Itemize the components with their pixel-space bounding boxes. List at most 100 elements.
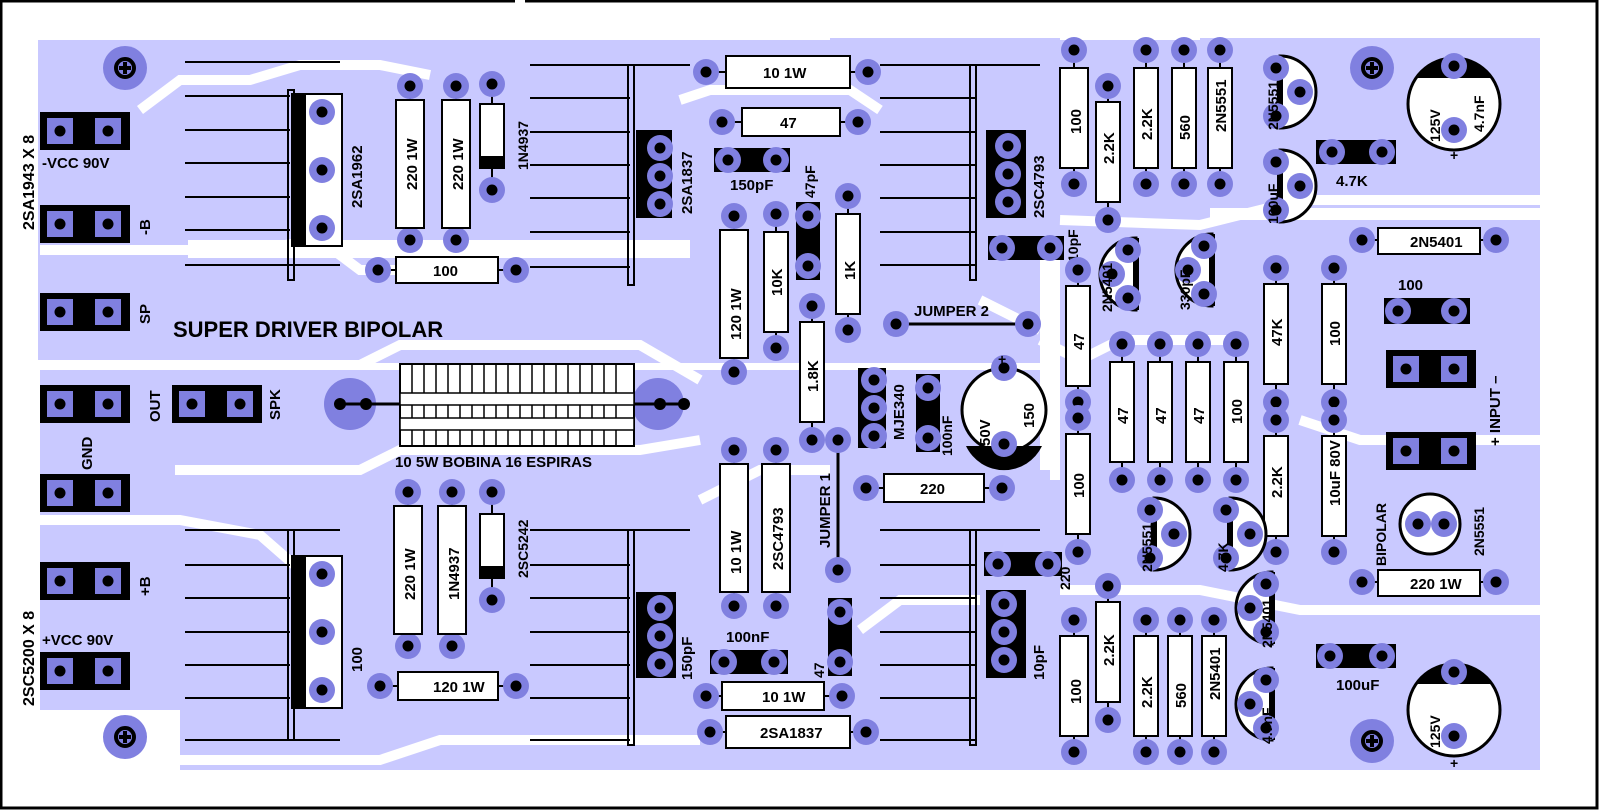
capacitor-10pf-top xyxy=(988,235,1064,261)
label-r-47-c: 47 xyxy=(1191,407,1208,424)
transistor-2sc4793-bot xyxy=(636,592,676,678)
label-2n5551-c: 2N5551 xyxy=(1139,523,1155,572)
label-jumper1: JUMPER 1 xyxy=(817,473,834,548)
resistor-220-1w-a xyxy=(395,73,425,253)
connector-sp xyxy=(40,293,130,331)
label-q-top: 2SA1943 X 8 xyxy=(21,135,38,230)
transistor-2sa1837-top xyxy=(636,130,673,218)
transistor-2sa1837-bot xyxy=(986,590,1026,678)
label-c-100uf-top-plus: + xyxy=(1450,147,1458,163)
resistor-47k xyxy=(1321,255,1347,415)
label-r-100-bot: 120 1W xyxy=(433,679,486,696)
label-c-47pf: 47pF xyxy=(802,165,818,198)
resistor-100-r2 xyxy=(1263,407,1289,565)
label-r-10-1w-bot: 2SA1837 xyxy=(760,725,823,742)
label-2n5401-b: 330pF xyxy=(1177,269,1193,310)
resistor-100-top xyxy=(365,256,529,284)
capacitor-100nf-mid xyxy=(915,374,941,452)
label-vcc-pos: +VCC 90V xyxy=(42,632,113,649)
resistor-560-bot xyxy=(1201,607,1227,765)
label-r-2-2k-c: 2.2K xyxy=(1139,676,1156,708)
label-r-1k: 1K xyxy=(842,261,859,280)
resistor-4-7k-top xyxy=(1349,227,1509,255)
resistor-100-l2 xyxy=(1065,405,1091,565)
label-r-100-l1: 47 xyxy=(1071,333,1088,350)
label-r-560-bot: 2N5401 xyxy=(1207,647,1224,700)
resistor-1-8k xyxy=(799,293,825,453)
transistor-2n5401-d xyxy=(1234,666,1279,742)
resistor-150 xyxy=(853,473,1015,503)
label-c-10pf-top: 10pF xyxy=(1065,229,1081,262)
connector-vcc-neg xyxy=(40,112,130,150)
diode-1n4937-bot xyxy=(479,479,505,613)
resistor-10k xyxy=(763,201,789,361)
label-2n5551-a: 2N5551 xyxy=(1265,81,1281,130)
label-spk: SPK xyxy=(267,389,284,420)
connector-b-neg xyxy=(40,205,130,243)
label-r-120-1w-bot: 10 1W xyxy=(728,530,745,574)
label-r-100-r1: 47K xyxy=(1269,318,1286,346)
label-2sc5242: 100 xyxy=(349,647,366,672)
resistor-220-1w-d xyxy=(437,479,467,659)
label-c-4-7nf-bot: 100uF xyxy=(1336,677,1379,694)
label-b-pos: +B xyxy=(137,576,154,596)
resistor-2-2k-a xyxy=(1133,37,1159,197)
resistor-47-b xyxy=(1147,331,1173,493)
label-r-2-2k-b: 560 xyxy=(1177,115,1194,140)
label-sp: SP xyxy=(137,304,154,324)
heatsink-fins-top-mid xyxy=(530,64,690,286)
label-c-330uf-v: 150 xyxy=(1021,403,1038,428)
resistor-220-1w-c xyxy=(393,479,423,659)
heatsink-fins-bottom-right xyxy=(880,529,1040,746)
label-r-1-8k: 1.8K xyxy=(805,360,822,392)
label-r-47-bot: 10 1W xyxy=(762,689,806,706)
label-r-100-l2: 100 xyxy=(1071,473,1088,498)
mounting-hole-bottom-right xyxy=(1348,717,1396,765)
label-c-150pf-bot: 100nF xyxy=(726,629,769,646)
label-out: OUT xyxy=(147,390,164,422)
resistor-100-vert-top xyxy=(1095,73,1121,233)
resistor-220-top-right xyxy=(1059,37,1089,197)
label-r-220-1w-a: 220 1W xyxy=(404,137,421,190)
capacitor-150pf-bot xyxy=(710,649,788,675)
capacitor-10uf-bipolar xyxy=(1398,492,1462,556)
label-c-330uf-plus: + xyxy=(998,351,1006,367)
resistor-4-7k-bot xyxy=(1349,569,1509,597)
label-r-100-r2: 2.2K xyxy=(1269,466,1286,498)
label-r-220-1w-d: 1N4937 xyxy=(446,547,463,600)
connector-b-pos xyxy=(40,562,130,600)
label-r-2-2k-d: 560 xyxy=(1173,683,1190,708)
label-c-100nf-bot: 47 xyxy=(811,662,827,678)
label-vcc-neg: -VCC 90V xyxy=(42,155,110,172)
label-gnd: GND xyxy=(79,437,96,471)
resistor-120-1w-bot xyxy=(719,437,749,619)
resistor-100-bot xyxy=(367,671,529,701)
transistor-2n5551-b xyxy=(1263,148,1318,224)
label-2sc4793-bot: 150pF xyxy=(679,637,696,680)
resistor-47-top xyxy=(709,107,871,137)
label-r-10-1w-top: 10 1W xyxy=(763,65,807,82)
label-r-2-2k-a: 2.2K xyxy=(1139,108,1156,140)
label-2n5401-c: 2N5401 xyxy=(1259,599,1275,648)
resistor-10-1w-top xyxy=(693,55,881,89)
resistor-100-l1 xyxy=(1065,257,1091,415)
diode-1n4937-top xyxy=(479,71,505,203)
capacitor-47pf xyxy=(795,202,821,280)
label-r-220-top-right: 100 xyxy=(1068,109,1085,134)
copper-pour xyxy=(38,38,1540,770)
label-c-100nf-mid: 100nF xyxy=(939,415,955,456)
label-c-10pf-bot: 220 xyxy=(1057,566,1073,590)
label-r-100-top: 100 xyxy=(433,263,458,280)
label-r-100-vert-top: 2.2K xyxy=(1101,132,1118,164)
label-r-47-d: 100 xyxy=(1229,399,1246,424)
resistor-47-bot xyxy=(693,681,855,711)
transistor-2n5401-c xyxy=(1234,570,1279,646)
resistor-220-1w-b xyxy=(441,73,471,253)
transistor-2n5551-a xyxy=(1263,54,1318,130)
label-r-100-vert-bot: 2.2K xyxy=(1101,634,1118,666)
label-r-150: 220 xyxy=(920,481,945,498)
label-r-220-bot-right: 100 xyxy=(1068,679,1085,704)
connector-out xyxy=(40,385,130,423)
resistor-560-top xyxy=(1207,37,1233,197)
